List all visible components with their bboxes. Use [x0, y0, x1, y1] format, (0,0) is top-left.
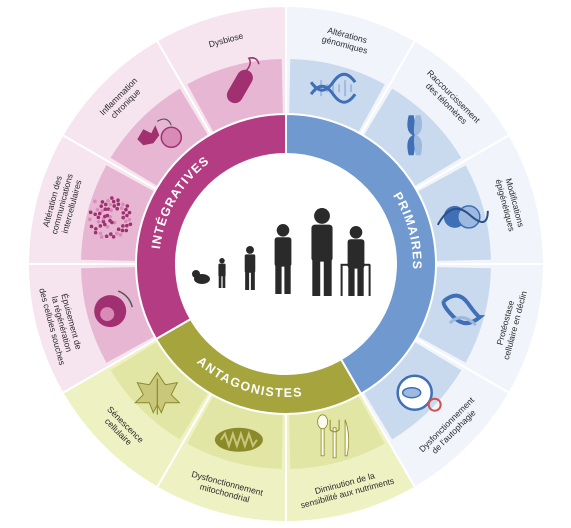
segment-icons: [88, 57, 489, 459]
chromosome-icon: [407, 115, 423, 156]
dna-icon: [309, 72, 357, 104]
label-communication: Altération descommunicationsintercellula…: [41, 173, 84, 236]
human-lifespan-silhouettes-icon: [192, 208, 371, 296]
dots-icon: [88, 196, 133, 239]
person-silhouette: [244, 246, 256, 290]
stem-cell-icon: [94, 290, 133, 328]
ring-integrative: [135, 112, 287, 341]
person-silhouette: [311, 208, 333, 296]
mitochondrion-icon: [214, 427, 263, 452]
bacterium-icon: [226, 57, 260, 104]
segment-nutrient-inner: [289, 395, 385, 469]
nucleosome-icon: [436, 205, 489, 229]
protein-icon: [441, 293, 486, 327]
person-silhouette: [218, 258, 226, 288]
segment-inflammation-inner: [110, 88, 209, 187]
person-silhouette: [192, 270, 210, 284]
segment-communication-inner: [81, 165, 155, 261]
person-silhouette: [274, 224, 292, 294]
segment-genomic-inner: [289, 59, 385, 133]
person-silhouette: [340, 226, 371, 296]
ring-primary: [285, 112, 437, 396]
leaf-icon: [134, 371, 181, 415]
cutlery-icon: [317, 414, 350, 459]
autophagy-icon: [396, 374, 442, 412]
category-ring: [135, 112, 437, 415]
immune-cell-icon: [137, 118, 183, 149]
